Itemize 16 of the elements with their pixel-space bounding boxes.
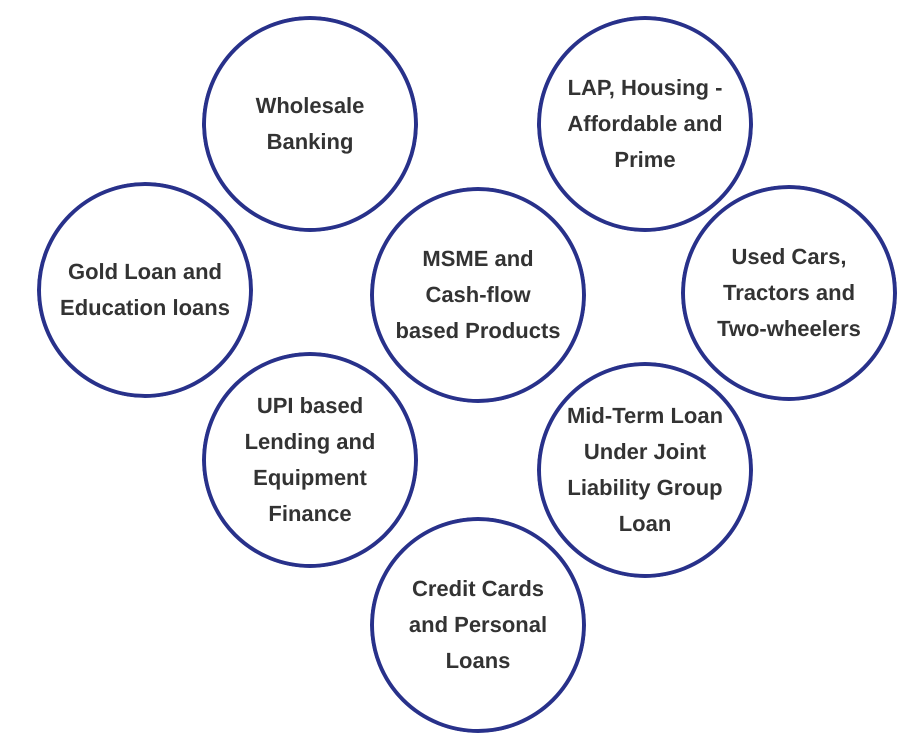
circle-node xyxy=(202,352,418,568)
node-text: UPI based Lending and Equipment Finance xyxy=(244,392,376,528)
node-text: MSME and Cash-flow based Products xyxy=(394,245,562,345)
circle-node xyxy=(202,16,418,232)
circle-node xyxy=(537,362,753,578)
circle-node xyxy=(537,16,753,232)
node-text: Used Cars, Tractors and Two-wheelers xyxy=(716,243,862,343)
node-text: Wholesale Banking xyxy=(254,92,366,156)
circle-node xyxy=(37,182,253,398)
circle-node xyxy=(370,187,586,403)
node-text: Mid-Term Loan Under Joint Liability Group Loan xyxy=(566,402,724,538)
circle-node xyxy=(370,517,586,733)
circle-node xyxy=(681,185,897,401)
node-text: LAP, Housing - Affordable and Prime xyxy=(566,74,724,174)
node-text: Gold Loan and Education loans xyxy=(60,258,230,322)
node-text: Credit Cards and Personal Loans xyxy=(408,575,548,675)
